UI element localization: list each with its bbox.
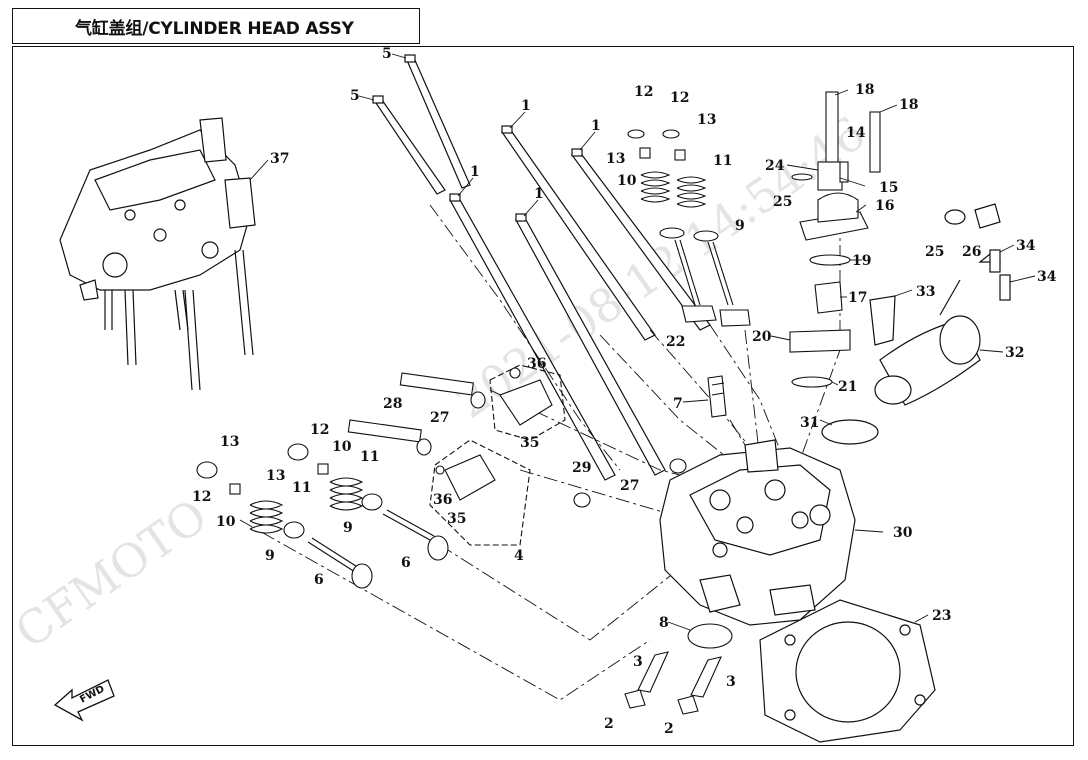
callout-31: 31 <box>800 415 819 431</box>
callout-13: 13 <box>220 434 239 450</box>
callout-35: 35 <box>520 435 539 451</box>
callout-15: 15 <box>879 180 898 196</box>
callout-6: 6 <box>314 572 324 588</box>
cylinder-head <box>659 439 856 626</box>
callout-34: 34 <box>1037 269 1057 285</box>
watermark-brand: CFMOTO <box>5 488 216 659</box>
callout-leaders <box>249 53 1036 631</box>
callout-13: 13 <box>697 112 716 128</box>
callout-26: 26 <box>962 244 981 260</box>
callout-11: 11 <box>713 153 732 169</box>
head-gasket <box>759 599 936 743</box>
callout-17: 17 <box>848 290 867 306</box>
callout-16: 16 <box>875 198 894 214</box>
callout-1: 1 <box>591 118 601 134</box>
valve-group-left <box>196 443 449 589</box>
diagram-title: 气缸盖组/CYLINDER HEAD ASSY <box>75 18 354 39</box>
callout-27: 27 <box>620 478 639 494</box>
callout-36: 36 <box>527 356 546 372</box>
callout-23: 23 <box>932 608 951 624</box>
rocker-arm-groups <box>347 364 687 546</box>
fwd-arrow-icon: FWD <box>53 679 115 722</box>
assembled-head-thumbnail <box>59 117 256 391</box>
callout-13: 13 <box>266 468 285 484</box>
callout-35: 35 <box>447 511 466 527</box>
callout-11: 11 <box>360 449 379 465</box>
callout-19: 19 <box>852 253 871 269</box>
intake-manifold <box>821 203 1011 445</box>
thermostat-group <box>789 91 881 388</box>
callout-3: 3 <box>633 654 643 670</box>
callout-34: 34 <box>1016 238 1036 254</box>
callout-3: 3 <box>726 674 736 690</box>
callout-18: 18 <box>855 82 874 98</box>
callout-20: 20 <box>752 329 772 345</box>
callout-37: 37 <box>270 151 289 167</box>
callout-12: 12 <box>310 422 329 438</box>
callout-8: 8 <box>659 615 669 631</box>
callout-4: 4 <box>514 548 524 564</box>
head-bolts <box>372 54 711 481</box>
callout-30: 30 <box>893 525 913 541</box>
exhaust-studs <box>624 623 733 715</box>
callout-32: 32 <box>1005 345 1024 361</box>
valve-group-upper <box>627 129 751 327</box>
callout-29: 29 <box>572 460 591 476</box>
callout-24: 24 <box>765 158 785 174</box>
callout-33: 33 <box>916 284 935 300</box>
callout-1: 1 <box>521 98 531 114</box>
callout-25: 25 <box>925 244 944 260</box>
callout-36: 36 <box>433 492 452 508</box>
callout-2: 2 <box>604 716 614 732</box>
callout-9: 9 <box>343 520 353 536</box>
callout-12: 12 <box>634 84 653 100</box>
callouts: 5 5 1 1 1 1 12 12 13 13 10 11 9 22 18 18… <box>192 46 1057 737</box>
callout-22: 22 <box>666 334 685 350</box>
callout-12: 12 <box>192 489 211 505</box>
callout-10: 10 <box>216 514 236 530</box>
callout-21: 21 <box>838 379 857 395</box>
callout-28: 28 <box>383 396 402 412</box>
callout-27: 27 <box>430 410 449 426</box>
callout-1: 1 <box>534 186 544 202</box>
callout-9: 9 <box>735 218 745 234</box>
callout-18: 18 <box>899 97 918 113</box>
callout-10: 10 <box>617 173 637 189</box>
callout-10: 10 <box>332 439 352 455</box>
callout-13: 13 <box>606 151 625 167</box>
callout-1: 1 <box>470 164 480 180</box>
title-box: 气缸盖组/CYLINDER HEAD ASSY <box>12 8 420 44</box>
spark-plug <box>707 375 727 418</box>
callout-5: 5 <box>382 46 392 62</box>
diagram-frame <box>12 46 1074 746</box>
callout-2: 2 <box>664 721 674 737</box>
callout-5: 5 <box>350 88 360 104</box>
callout-14: 14 <box>846 125 866 141</box>
callout-25: 25 <box>773 194 792 210</box>
callout-6: 6 <box>401 555 411 571</box>
callout-12: 12 <box>670 90 689 106</box>
callout-9: 9 <box>265 548 275 564</box>
callout-7: 7 <box>673 396 683 412</box>
callout-11: 11 <box>292 480 311 496</box>
